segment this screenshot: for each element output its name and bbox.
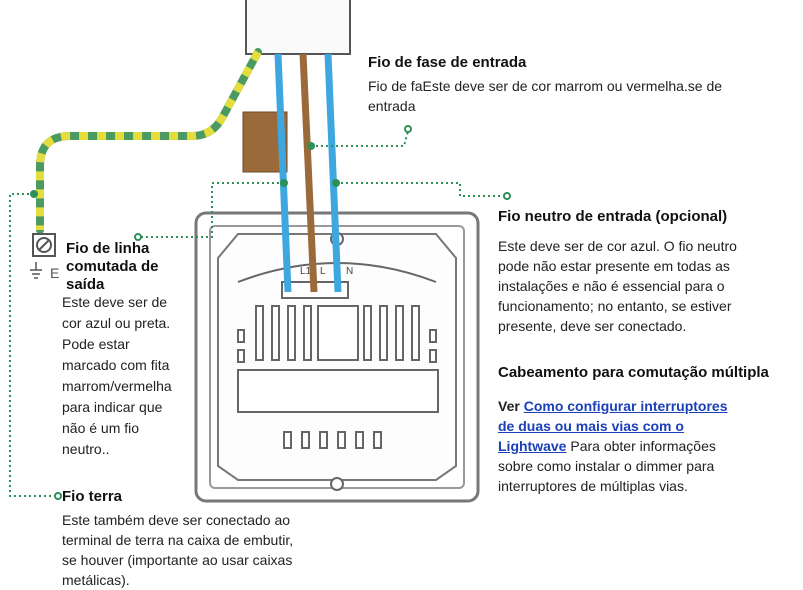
switched-live-wire — [274, 53, 292, 293]
switch-back-plate: L1 L N — [194, 211, 480, 503]
multi-way-guide-link[interactable]: Como configurar interruptores de duas ou… — [498, 398, 728, 454]
leader-neutro — [336, 182, 505, 197]
label-linha-body: Este deve ser de cor azul ou preta. Pode… — [62, 294, 172, 457]
section-multi-title: Cabeamento para comutação múltipla — [498, 364, 769, 381]
earth-mark: E — [50, 265, 59, 281]
junction-box — [245, 0, 351, 55]
terminal-mark-l1: L1 — [300, 266, 312, 277]
earth-terminal-icon — [30, 233, 56, 279]
terminal-mark-n: N — [346, 266, 353, 277]
leader-fase — [311, 130, 409, 147]
label-fase-title: Fio de fase de entrada — [368, 54, 527, 71]
section-multi-body: Ver Como configurar interruptores de dua… — [498, 396, 744, 496]
leader-linha — [140, 182, 284, 238]
neutral-wire — [324, 53, 342, 293]
leader-terra — [9, 193, 56, 497]
ver-label: Ver — [498, 398, 520, 414]
label-neutro-body: Este deve ser de cor azul. O fio neutro … — [498, 238, 737, 334]
live-wire — [299, 53, 318, 293]
multi-way-description: Para obter informações sobre como instal… — [498, 438, 716, 494]
label-terra-title: Fio terra — [62, 488, 123, 505]
earth-wire — [36, 48, 262, 234]
label-neutro-title: Fio neutro de entrada (opcional) — [498, 208, 728, 225]
label-terra-body: Este também deve ser conectado ao termin… — [62, 512, 294, 588]
label-linha-title: Fio de linha comutada de saída — [66, 240, 159, 293]
terminal-mark-l: L — [320, 266, 326, 277]
label-fase-body: Fio de faEste deve ser de cor marrom ou … — [368, 78, 723, 114]
